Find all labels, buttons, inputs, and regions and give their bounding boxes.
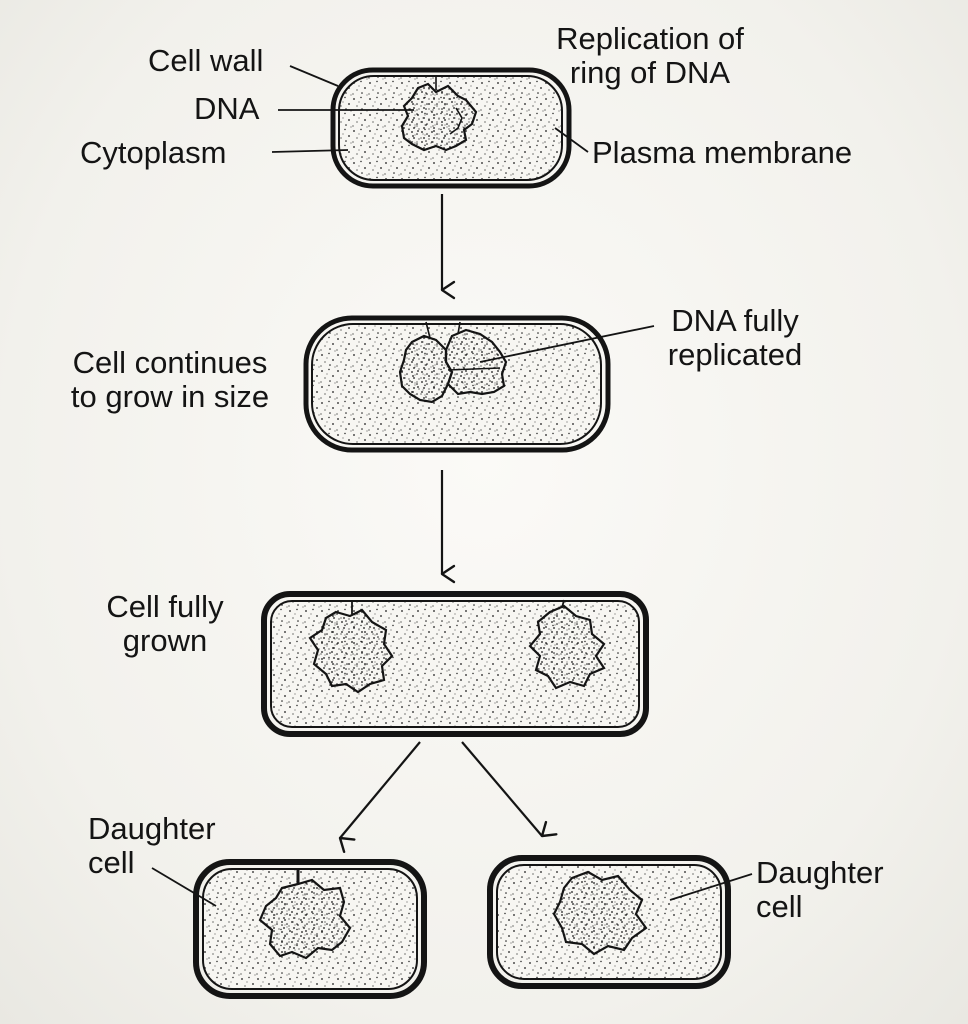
cell-2	[303, 315, 611, 453]
cell-3-wall	[261, 591, 649, 737]
label-replication-line2: ring of DNA	[569, 55, 731, 90]
label-cell-continues-line2: to grow in size	[70, 379, 270, 414]
daughter-right-leader	[669, 873, 753, 901]
cell-2-dna-left	[398, 334, 454, 404]
cell-1-dna	[400, 82, 478, 152]
label-daughter-cell-right: Daughter cell	[756, 856, 884, 924]
daughter-left-leader	[151, 867, 217, 907]
label-cell-fully-line1: Cell fully	[106, 589, 224, 624]
label-cell-wall: Cell wall	[148, 43, 264, 78]
label-cell-continues: Cell continues to grow in size	[50, 346, 290, 414]
label-daughter-right-line2: cell	[756, 889, 803, 924]
cell-1	[330, 67, 572, 189]
label-replication-of-ring: Replication of ring of DNA	[540, 22, 760, 90]
daughter-left-dna	[258, 878, 352, 960]
cell-2-wall	[303, 315, 611, 453]
cell-2-dna-right	[444, 328, 508, 396]
cell-wall-leader	[289, 65, 339, 87]
label-cell-fully-grown: Cell fully grown	[90, 590, 240, 658]
label-daughter-cell-left: Daughter cell	[88, 812, 216, 880]
dna-fully-leader	[479, 325, 655, 363]
label-daughter-left-line1: Daughter	[88, 811, 216, 846]
arrow-3	[338, 741, 421, 854]
cytoplasm-leader	[271, 149, 349, 153]
label-dna: DNA	[194, 91, 260, 126]
cell-3	[261, 591, 649, 737]
daughter-cell-right	[487, 855, 731, 989]
label-cell-continues-line1: Cell continues	[72, 345, 268, 380]
daughter-cell-left	[193, 859, 427, 999]
plasma-membrane-leader	[554, 127, 589, 153]
label-dna-fully-replicated: DNA fully replicated	[650, 304, 820, 372]
label-dna-fully-line1: DNA fully	[671, 303, 799, 338]
daughter-right-dna	[552, 870, 648, 956]
label-dna-fully-line2: replicated	[667, 337, 803, 372]
label-daughter-right-line1: Daughter	[756, 855, 884, 890]
label-daughter-left-line2: cell	[88, 845, 135, 880]
label-plasma-membrane: Plasma membrane	[592, 135, 853, 170]
label-replication-line1: Replication of	[556, 21, 744, 56]
label-cytoplasm: Cytoplasm	[80, 135, 227, 170]
cell-3-dna-right	[528, 604, 606, 690]
daughter-right-wall	[487, 855, 731, 989]
daughter-left-wall	[193, 859, 427, 999]
cell-1-wall	[330, 67, 572, 189]
label-cell-fully-line2: grown	[122, 623, 208, 658]
arrow-4	[461, 741, 558, 838]
cell-3-dna-left	[308, 608, 394, 694]
